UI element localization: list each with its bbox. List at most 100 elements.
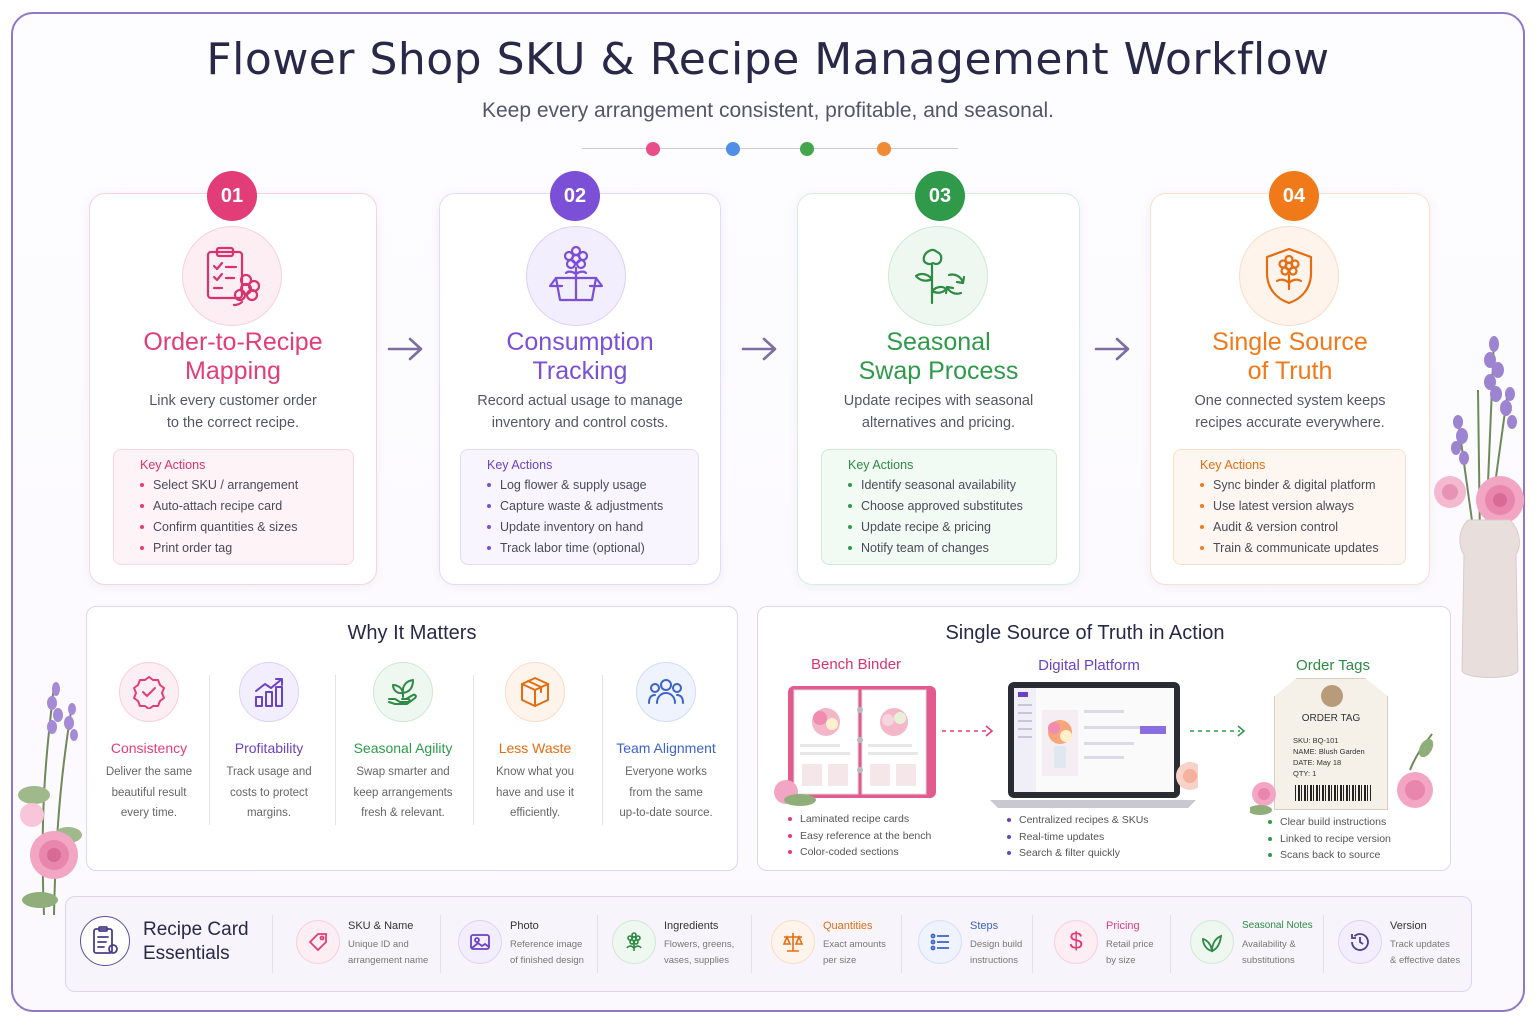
- flower-box-icon: [526, 226, 626, 326]
- step-badge: 02: [550, 171, 600, 221]
- dashed-arrow-icon: [942, 725, 994, 737]
- list-item: Update recipe & pricing: [848, 517, 1056, 538]
- list-item: Identify seasonal availability: [848, 475, 1056, 496]
- progress-dots: [582, 141, 958, 157]
- step-badge: 01: [207, 171, 257, 221]
- check-badge-icon: [119, 662, 179, 722]
- arrow-right-icon: [387, 337, 423, 361]
- shield-flower-icon: [1239, 226, 1339, 326]
- key-actions-list: Log flower & supply usage Capture waste …: [487, 475, 698, 559]
- platform-list: Centralized recipes & SKUs Real-time upd…: [1007, 812, 1149, 862]
- binder-illustration: [774, 686, 936, 806]
- list-item: Log flower & supply usage: [487, 475, 698, 496]
- divider: [597, 915, 598, 973]
- key-actions-box: Key Actions Sync binder & digital platfo…: [1173, 449, 1406, 565]
- arrow-right-icon: [741, 337, 777, 361]
- list-item: Capture waste & adjustments: [487, 496, 698, 517]
- essential-title: Pricing: [1106, 920, 1140, 932]
- divider: [751, 915, 752, 973]
- essential-title: Quantities: [823, 920, 873, 932]
- page-title: Flower Shop SKU & Recipe Management Work…: [206, 34, 1330, 85]
- divider: [272, 915, 273, 973]
- key-actions-box: Key Actions Log flower & supply usage Ca…: [460, 449, 699, 565]
- list-item: Train & communicate updates: [1200, 538, 1405, 559]
- scale-icon: [771, 920, 815, 964]
- divider: [1323, 915, 1324, 973]
- team-icon: [636, 662, 696, 722]
- list-icon: [918, 920, 962, 964]
- divider: [901, 915, 902, 973]
- image-icon: [458, 920, 502, 964]
- list-item: Linked to recipe version: [1268, 831, 1391, 848]
- list-item: Laminated recipe cards: [788, 811, 931, 828]
- list-item: Clear build instructions: [1268, 814, 1391, 831]
- dashed-arrow-icon: [1190, 725, 1246, 737]
- list-item: Auto-attach recipe card: [140, 496, 353, 517]
- tag-hole: [1321, 685, 1343, 707]
- key-actions-title: Key Actions: [1200, 458, 1266, 472]
- key-actions-box: Key Actions Select SKU / arrangement Aut…: [113, 449, 354, 565]
- essential-description: Track updates& effective dates: [1390, 939, 1461, 966]
- growth-chart-icon: [239, 662, 299, 722]
- bench-binder-label: Bench Binder: [810, 656, 902, 673]
- clipboard-flower-icon: [182, 226, 282, 326]
- list-item: Centralized recipes & SKUs: [1007, 812, 1149, 829]
- dollar-icon: $: [1054, 920, 1098, 964]
- divider: [1170, 915, 1171, 973]
- why-it-matters-panel: [86, 606, 738, 871]
- arrow-right-icon: [1094, 337, 1130, 361]
- essential-title: Seasonal Notes: [1242, 920, 1313, 931]
- list-item: Notify team of changes: [848, 538, 1056, 559]
- step-badge: 03: [915, 171, 965, 221]
- list-item: Sync binder & digital platform: [1200, 475, 1405, 496]
- essential-title: Steps: [970, 920, 999, 932]
- tag-title: ORDER TAG: [1301, 713, 1361, 724]
- order-tags-label: Order Tags: [1296, 657, 1370, 674]
- list-item: Search & filter quickly: [1007, 845, 1149, 862]
- recipe-card-icon: [80, 916, 130, 966]
- flower-icon: [612, 920, 656, 964]
- list-item: Easy reference at the bench: [788, 828, 931, 845]
- essential-title: SKU & Name: [348, 920, 414, 932]
- list-item: Color-coded sections: [788, 844, 931, 861]
- list-item: Use latest version always: [1200, 496, 1405, 517]
- list-item: Track labor time (optional): [487, 538, 698, 559]
- page-subtitle: Keep every arrangement consistent, profi…: [481, 99, 1054, 122]
- history-icon: [1338, 920, 1382, 964]
- divider: [1032, 915, 1033, 973]
- key-actions-list: Sync binder & digital platform Use lates…: [1200, 475, 1405, 559]
- dot-green: [800, 142, 814, 156]
- digital-platform-label: Digital Platform: [1038, 657, 1140, 674]
- vase-flowers-illustration: [1434, 336, 1524, 678]
- why-item-title: Consistency: [110, 740, 188, 756]
- tags-list: Clear build instructions Linked to recip…: [1268, 814, 1391, 864]
- divider: [440, 915, 441, 973]
- key-actions-list: Identify seasonal availability Choose ap…: [848, 475, 1056, 559]
- essential-description: Availability &substitutions: [1242, 939, 1296, 966]
- key-actions-title: Key Actions: [848, 458, 914, 472]
